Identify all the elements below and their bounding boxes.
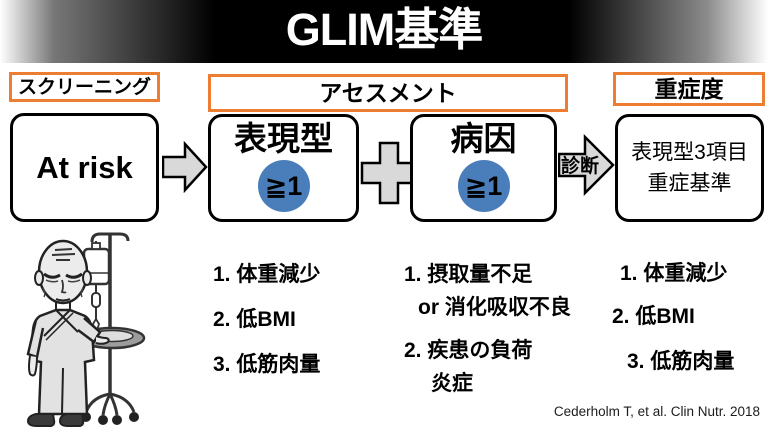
severity-box: 表現型3項目 重症基準 <box>615 114 764 222</box>
label-screening: スクリーニング <box>9 72 160 102</box>
etiology-title: 病因 <box>450 120 517 157</box>
phenotype-count-badge: ≧1 <box>257 160 310 212</box>
phenotype-title: 表現型 <box>234 120 333 157</box>
at-risk-box: At risk <box>10 113 159 222</box>
at-risk-text: At risk <box>36 149 133 185</box>
label-assessment: アセスメント <box>208 74 568 112</box>
phenotype-criterion: 2. 低BMI <box>213 308 296 331</box>
severity-criterion: 3. 低筋肉量 <box>627 350 735 373</box>
malnourished-patient-iv-drip-icon <box>26 232 146 427</box>
phenotype-box: 表現型 ≧1 <box>208 114 359 222</box>
title-banner: GLIM基準 <box>0 0 768 63</box>
diagnosis-arrow-icon <box>558 133 615 197</box>
flow-arrow-icon <box>162 141 208 193</box>
label-severity: 重症度 <box>613 72 765 106</box>
severity-criterion: 2. 低BMI <box>612 305 695 328</box>
page-title: GLIM基準 <box>285 4 483 55</box>
severity-box-line1: 表現型3項目 <box>631 141 748 164</box>
severity-box-line2: 重症基準 <box>647 172 732 195</box>
severity-criterion: 1. 体重減少 <box>620 262 728 285</box>
etiology-criterion: or 消化吸収不良 <box>418 296 571 319</box>
phenotype-criterion: 1. 体重減少 <box>213 263 321 286</box>
citation: Cederholm T, et al. Clin Nutr. 2018 <box>553 404 760 419</box>
etiology-criterion: 2. 疾患の負荷 <box>404 339 533 362</box>
etiology-criterion: 1. 摂取量不足 <box>404 263 533 286</box>
etiology-criterion: 炎症 <box>431 372 473 395</box>
phenotype-criterion: 3. 低筋肉量 <box>213 353 321 376</box>
etiology-box: 病因 ≧1 <box>410 114 557 222</box>
etiology-count-badge: ≧1 <box>457 160 510 212</box>
diagnosis-arrow-label: 診断 <box>560 156 599 177</box>
plus-icon <box>360 141 418 205</box>
